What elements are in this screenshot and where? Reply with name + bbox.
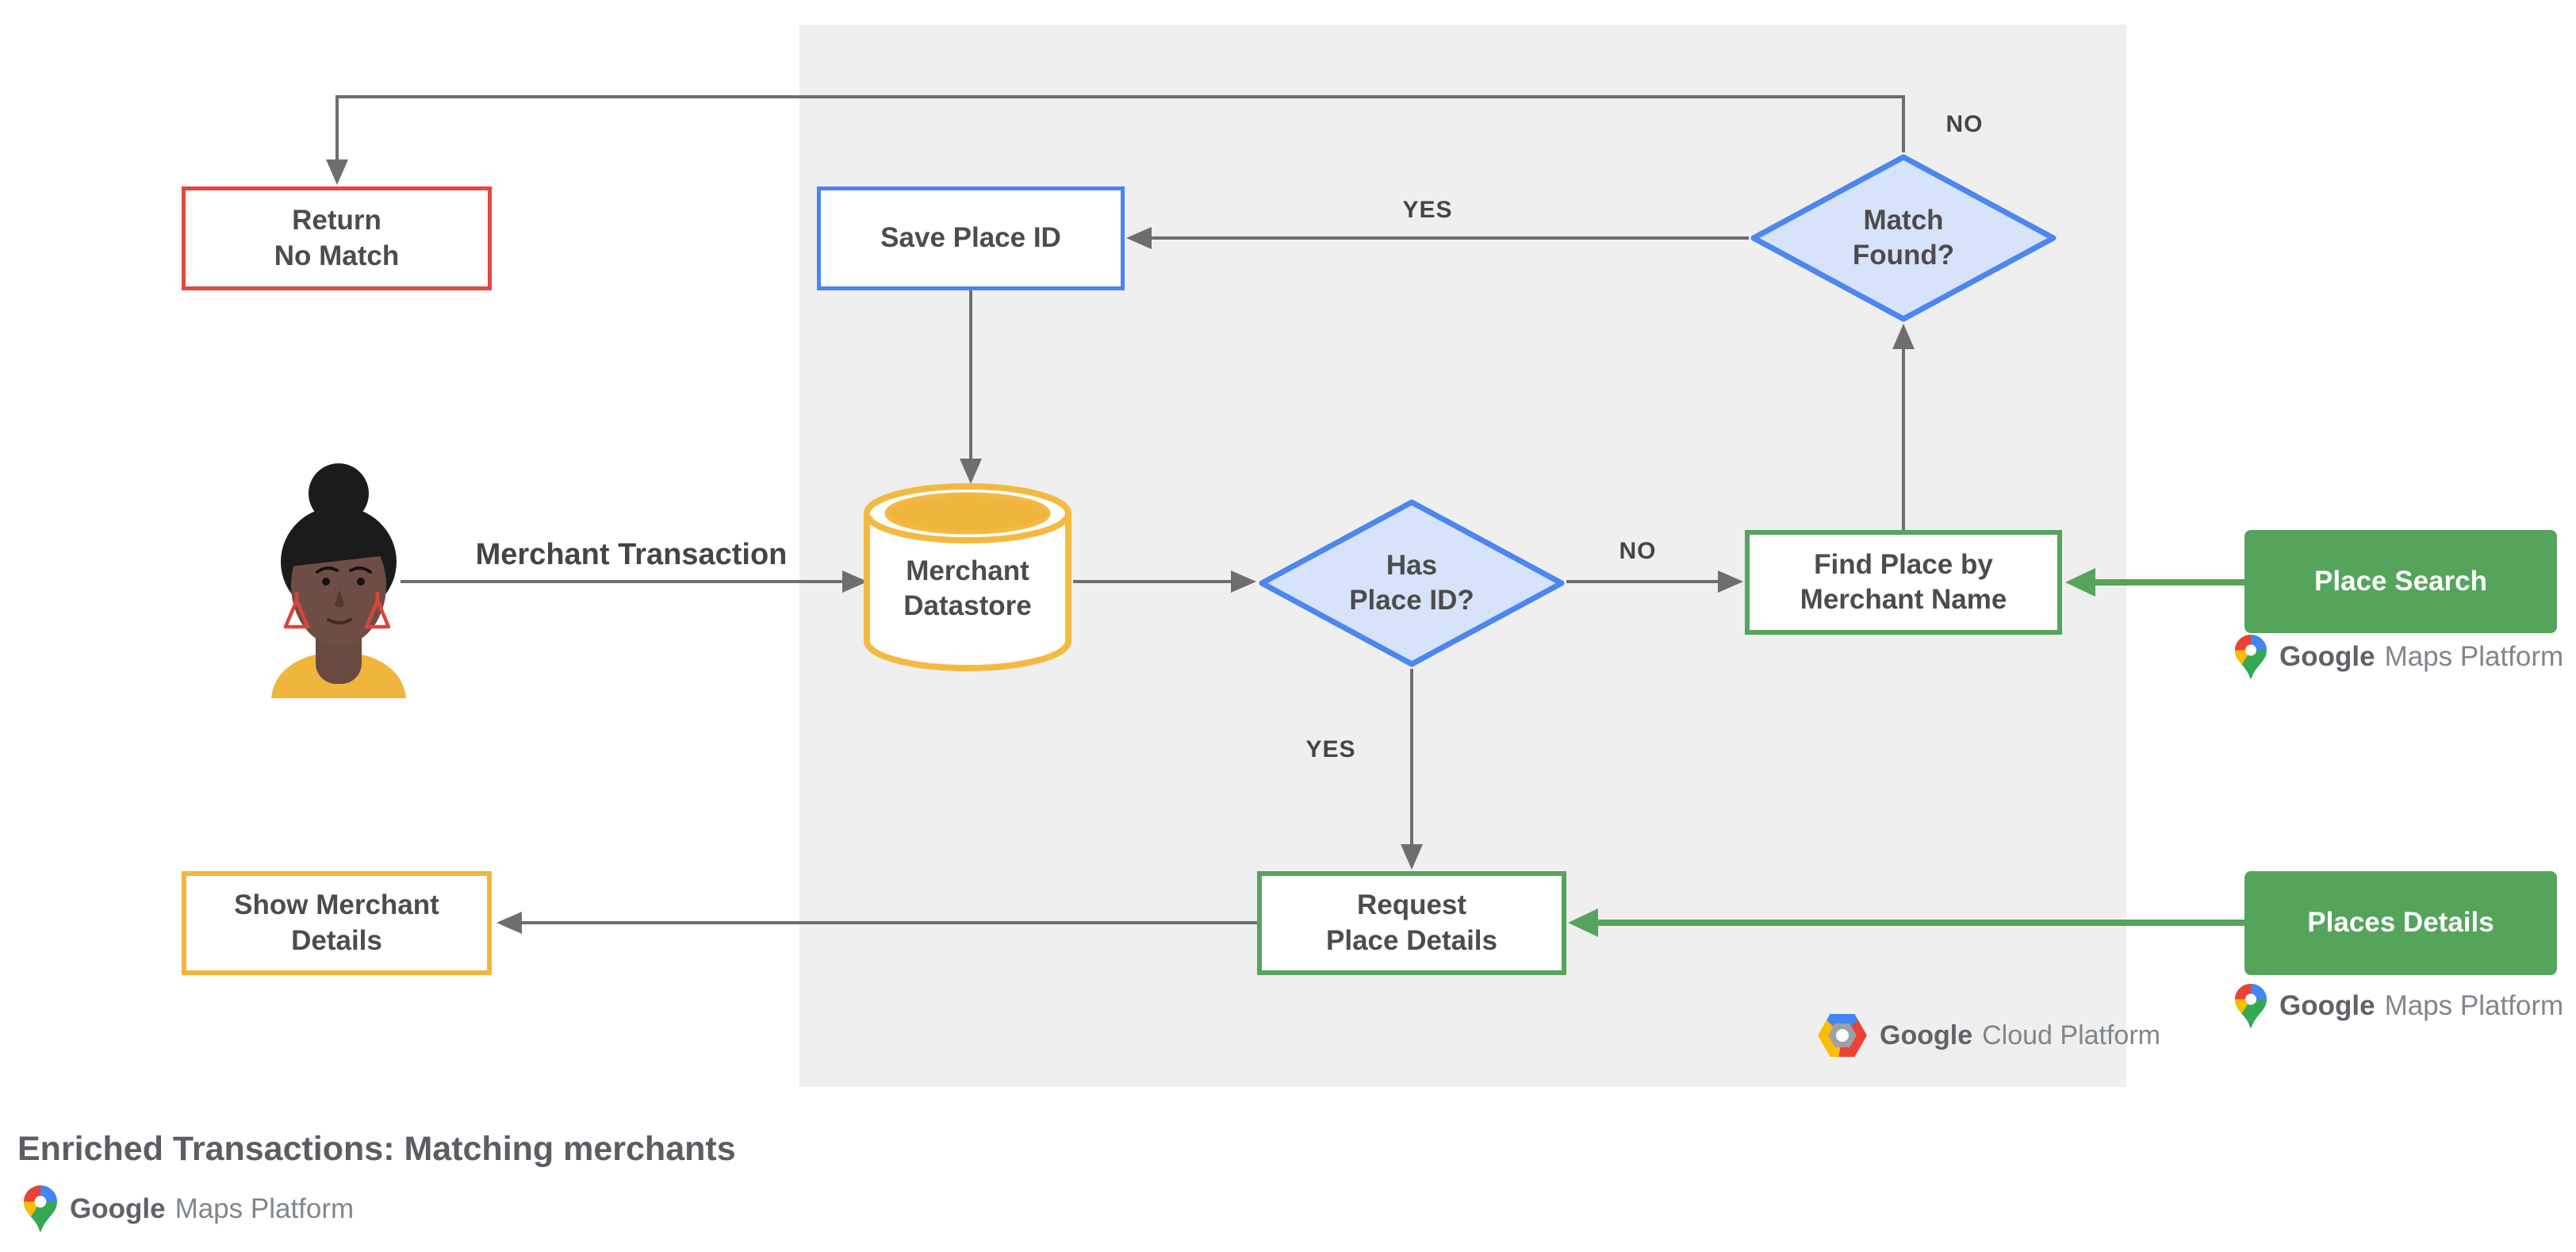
- node-return-no-match: Return No Match: [182, 186, 492, 290]
- node-has-place-id: Has Place ID?: [1349, 549, 1474, 616]
- logo-text-google: Google: [70, 1192, 166, 1224]
- edge-label-has-place-id-yes: YES: [1305, 736, 1356, 762]
- edge-label-merchant-transaction: Merchant Transaction: [475, 538, 788, 571]
- logo-text-maps-platform: Maps Platform: [2384, 641, 2564, 672]
- node-match-found: Match Found?: [1852, 204, 1955, 271]
- google-maps-pin-icon: [2235, 635, 2267, 679]
- google-maps-pin-icon: [2235, 984, 2267, 1028]
- google-maps-platform-logo: Google Maps Platform: [2235, 635, 2563, 679]
- google-maps-platform-logo: Google Maps Platform: [24, 1185, 354, 1232]
- logo-text-maps-platform: Maps Platform: [2384, 990, 2564, 1021]
- node-show-merchant-details: Show Merchant Details: [182, 871, 492, 975]
- node-request-place-details: Request Place Details: [1257, 871, 1566, 975]
- logo-text-maps-platform: Maps Platform: [174, 1192, 355, 1224]
- logo-text-google: Google: [1880, 1020, 1973, 1050]
- google-maps-platform-logo: Google Maps Platform: [2235, 984, 2563, 1028]
- diamond-has-place-id-shape: [1259, 499, 1565, 667]
- edge-label-match-found-no: NO: [1945, 111, 1984, 137]
- merchant-user-avatar: [271, 463, 406, 698]
- node-find-place-by-merchant-name: Find Place by Merchant Name: [1745, 530, 2062, 635]
- edge-label-has-place-id-no: NO: [1619, 538, 1657, 564]
- google-cloud-hexagon-icon: [1818, 1014, 1867, 1057]
- node-places-details: Places Details: [2244, 871, 2557, 975]
- logo-text-cloud-platform: Cloud Platform: [1982, 1020, 2160, 1050]
- diamond-match-found-shape: [1750, 154, 2057, 322]
- node-save-place-id: Save Place ID: [817, 186, 1125, 290]
- node-merchant-datastore: Merchant Datastore: [903, 555, 1032, 621]
- logo-text-google: Google: [2279, 990, 2375, 1021]
- edge-label-match-found-yes: YES: [1402, 197, 1453, 223]
- node-place-search: Place Search: [2244, 530, 2557, 633]
- figure-title: Enriched Transactions: Matching merchant…: [17, 1130, 736, 1168]
- google-maps-pin-icon: [24, 1185, 57, 1232]
- logo-text-google: Google: [2279, 641, 2375, 672]
- database-cylinder-icon: [864, 483, 1071, 671]
- google-cloud-platform-logo: Google Cloud Platform: [1818, 1014, 2160, 1057]
